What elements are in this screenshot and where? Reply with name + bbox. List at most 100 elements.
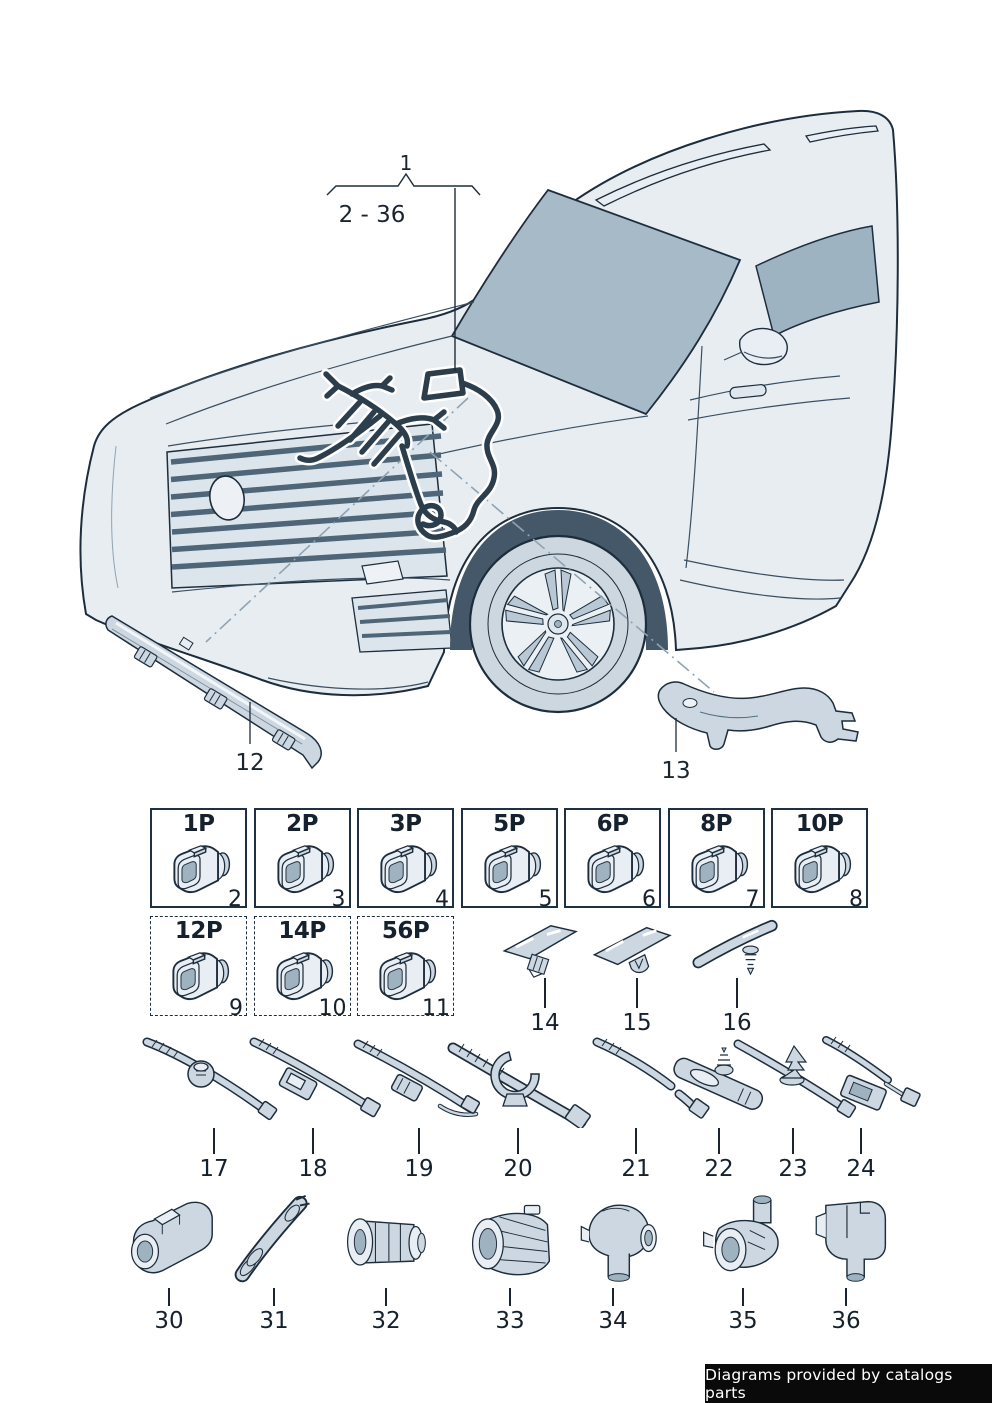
part-number: 22	[704, 1156, 734, 1182]
cable-tie-17: 17	[139, 1036, 289, 1182]
connector-grid-row-2: 12P 9 14P 10 56P 11	[150, 916, 454, 1020]
strip-screw-clip-icon	[692, 919, 778, 976]
windshield	[450, 188, 742, 416]
connector-cell-5p: 5P 5	[460, 808, 558, 911]
grommet-35: 35	[688, 1192, 798, 1334]
leader-line	[168, 1288, 170, 1306]
connector-pin-label: 5P	[493, 811, 525, 837]
callout-range: 2 - 36	[339, 202, 406, 228]
conduit-icon	[234, 1194, 310, 1283]
leader-line	[736, 978, 738, 1008]
bell-boot-icon	[471, 1204, 551, 1276]
connector-pin-label: 2P	[286, 811, 318, 837]
clip-part-14: 14	[490, 918, 600, 1036]
connector-cell-3p: 3P 4	[357, 808, 454, 912]
connector-plug-icon	[587, 844, 645, 894]
flat-clip-icon	[592, 926, 672, 974]
leader-line	[312, 1128, 314, 1154]
part-number: 31	[259, 1308, 289, 1334]
cable-tie-icon	[592, 1037, 710, 1119]
cable-tie-21: 21	[561, 1036, 711, 1182]
cable-tie-clip-icon	[822, 1036, 921, 1111]
part-number: 36	[831, 1308, 861, 1334]
assembly-callout: 1 2 - 36	[326, 151, 481, 371]
leader-line	[385, 1288, 387, 1306]
part-13-bracket: 13	[657, 681, 859, 784]
cable-tie-icon	[142, 1037, 278, 1121]
grommet-31: 31	[219, 1192, 329, 1334]
leader-line	[612, 1288, 614, 1306]
connector-pin-label: 8P	[700, 811, 732, 837]
door-handle	[729, 384, 767, 399]
connector-pin-label: 14P	[278, 918, 326, 944]
leader-lines	[205, 397, 715, 693]
cable-tie-20: 20	[443, 1036, 593, 1182]
part-number: 34	[598, 1308, 628, 1334]
leader-line	[845, 1288, 847, 1306]
cable-tie-18: 18	[238, 1036, 388, 1182]
part-number: 2	[228, 887, 242, 912]
cable-tie-22: 22	[644, 1036, 794, 1182]
connector-cell-10p: 10P 8	[771, 808, 868, 911]
grommet-32: 32	[331, 1192, 441, 1334]
connector-cell-12p: 12P 9	[150, 916, 247, 1020]
front-wheel	[450, 510, 668, 714]
wheel-spokes	[505, 569, 611, 673]
connector-grid-row-1: 1P 2 2P 3 3P 4 5P 5 6P 6 8P 7	[150, 808, 868, 912]
cable-tie-19: 19	[344, 1036, 494, 1182]
side-window	[755, 225, 880, 338]
part-number: 21	[621, 1156, 651, 1182]
leader-line	[635, 1128, 637, 1154]
part-number: 14	[530, 1010, 560, 1036]
leader-line	[273, 1288, 275, 1306]
part-number: 30	[154, 1308, 184, 1334]
grommet-30: 30	[114, 1192, 224, 1334]
cable-tie-clamp-icon	[447, 1042, 591, 1128]
leader-line	[792, 1128, 794, 1154]
connector-cell-6p: 6P 6	[564, 808, 661, 912]
provider-banner-text: Diagrams provided by catalogs parts	[705, 1365, 953, 1402]
side-details	[679, 327, 851, 600]
connector-pin-label: 1P	[182, 811, 215, 837]
connector-pin-label: 56P	[381, 918, 430, 944]
clip-part-16: 16	[682, 918, 792, 1036]
clip-part-15: 15	[582, 918, 692, 1036]
connector-cell-14p: 14P 10	[253, 916, 351, 1020]
connector-plug-icon	[172, 951, 230, 1001]
part-13-label: 13	[661, 758, 690, 784]
part-number: 33	[495, 1308, 525, 1334]
flat-clip-icon	[502, 924, 578, 978]
part-number: 32	[371, 1308, 401, 1334]
connector-pin-label: 10P	[795, 811, 844, 837]
leader-line	[742, 1288, 744, 1306]
part-number: 10	[318, 996, 347, 1021]
leader-line	[718, 1128, 720, 1154]
vehicle-illustration: 1 2 - 36 12 13	[79, 109, 899, 784]
part-number: 17	[199, 1156, 229, 1182]
part-number: 18	[298, 1156, 328, 1182]
grommet-33: 33	[455, 1192, 565, 1334]
connector-plug-icon	[380, 844, 438, 894]
tee-boot-icon	[580, 1204, 657, 1282]
grommet-34: 34	[558, 1192, 668, 1334]
leader-line	[517, 1128, 519, 1154]
part-number: 3	[331, 887, 346, 912]
connector-plug-icon	[276, 844, 334, 894]
part-number: 11	[422, 996, 450, 1021]
leader-line	[636, 978, 638, 1008]
connector-plug-icon	[483, 844, 541, 894]
callout-number: 1	[400, 151, 413, 175]
connector-pin-label: 12P	[174, 918, 223, 944]
part-number: 16	[722, 1010, 752, 1036]
cable-tie-firtree-icon	[733, 1039, 857, 1118]
connector-plug-icon	[173, 844, 231, 894]
housing-icon	[130, 1201, 213, 1274]
front-bumper	[111, 445, 453, 690]
part-number: 4	[435, 887, 449, 912]
leader-line	[418, 1128, 420, 1154]
part-number: 23	[778, 1156, 808, 1182]
connector-cell-1p: 1P 2	[150, 808, 247, 912]
cable-tie-24: 24	[786, 1036, 936, 1182]
part-number: 6	[642, 887, 656, 912]
